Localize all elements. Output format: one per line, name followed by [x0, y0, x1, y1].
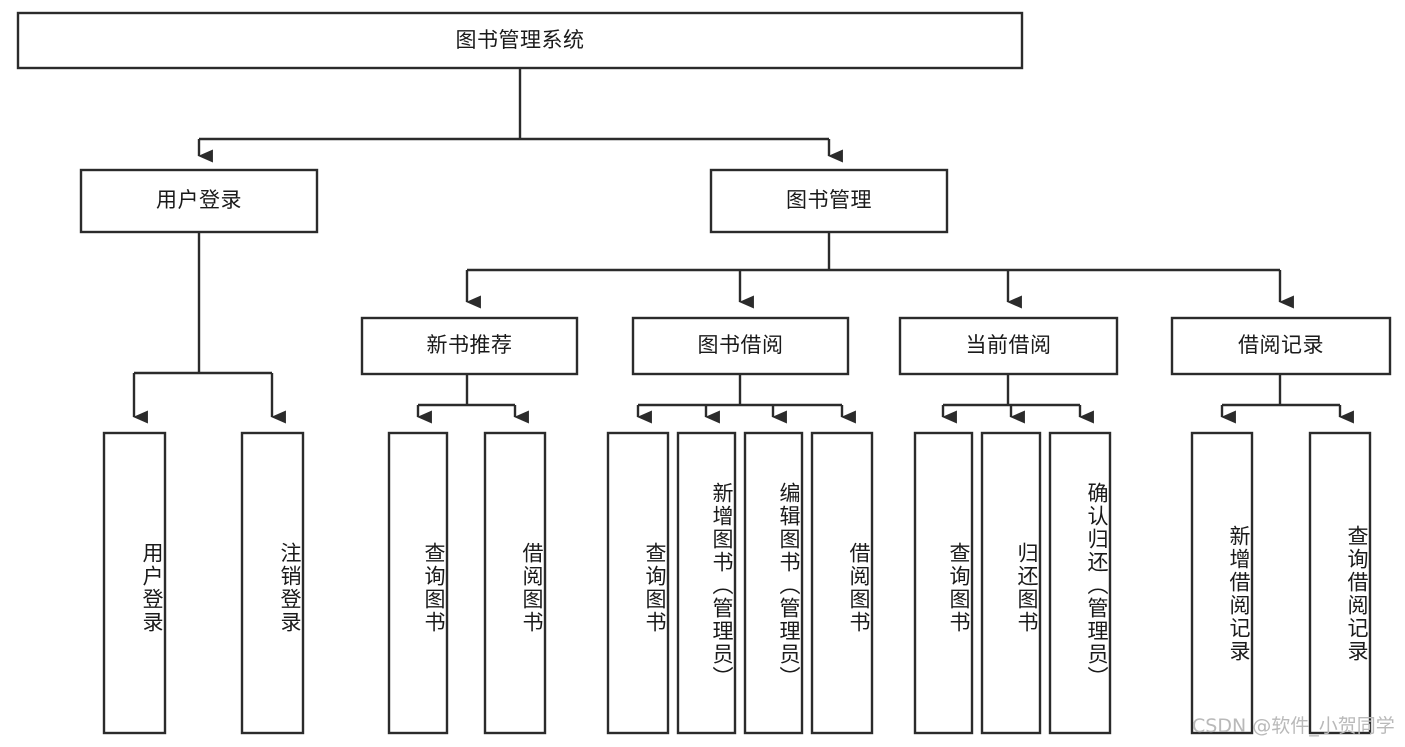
- leaf-box-borrow-book-rec[interactable]: [483, 431, 547, 735]
- leaf-box-edit-book[interactable]: [743, 431, 804, 735]
- node-borrow-record-box[interactable]: [1170, 316, 1392, 376]
- leaf-box-query-book-current[interactable]: [913, 431, 974, 735]
- node-book-mgmt-box[interactable]: [709, 168, 949, 234]
- node-book-borrow-box[interactable]: [631, 316, 850, 376]
- leaf-box-confirm-return[interactable]: [1048, 431, 1112, 735]
- leaf-box-user-login[interactable]: [102, 431, 167, 735]
- leaf-box-return-book[interactable]: [980, 431, 1042, 735]
- connector-layer: [132, 68, 1354, 424]
- watermark-text: CSDN @软件_小贺同学: [1192, 715, 1395, 737]
- leaf-box-query-book[interactable]: [606, 431, 670, 735]
- node-new-book-rec-box[interactable]: [360, 316, 579, 376]
- node-user-login-box[interactable]: [79, 168, 319, 234]
- leaf-box-query-record[interactable]: [1308, 431, 1372, 735]
- leaf-box-add-book[interactable]: [676, 431, 737, 735]
- leaf-box-logout[interactable]: [240, 431, 305, 735]
- leaf-box-borrow-book[interactable]: [810, 431, 874, 735]
- node-current-borrow-box[interactable]: [898, 316, 1119, 376]
- leaf-box-add-record[interactable]: [1190, 431, 1254, 735]
- box-layer: [16, 11, 1392, 735]
- node-root-box[interactable]: [16, 11, 1024, 70]
- leaf-box-query-book-rec[interactable]: [387, 431, 449, 735]
